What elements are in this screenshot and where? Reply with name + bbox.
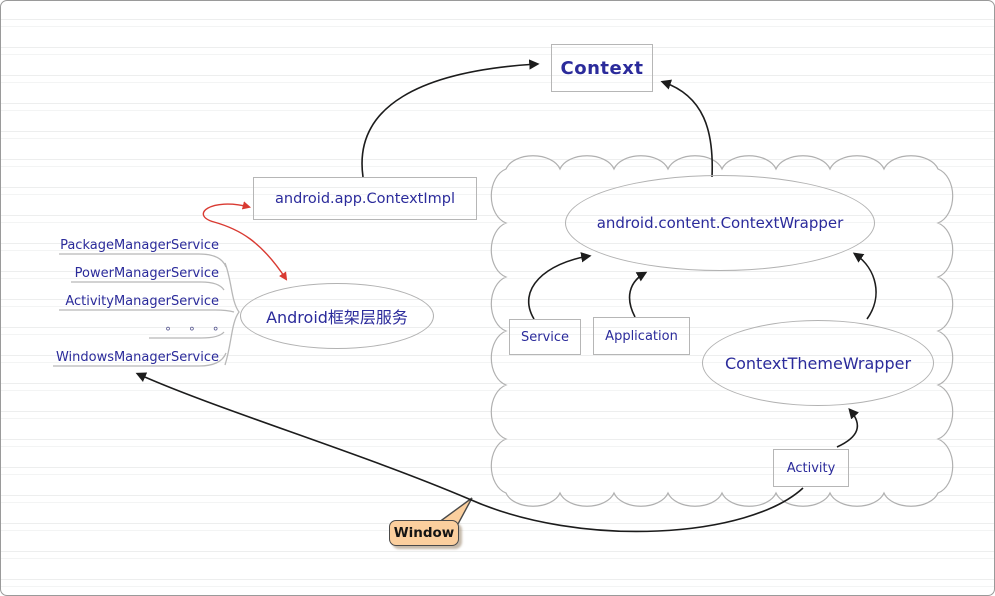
- arrow-application-to-wrapper: [628, 271, 648, 318]
- node-context-impl-label: android.app.ContextImpl: [275, 190, 455, 207]
- arrow-activity-to-windowsmanager: [135, 372, 804, 533]
- node-service: Service: [509, 319, 581, 355]
- node-context-impl: android.app.ContextImpl: [253, 177, 477, 220]
- node-activity-label: Activity: [786, 460, 836, 476]
- list-ellipsis-glyphs: ° ° °: [165, 325, 226, 339]
- list-item-package-manager-service: PackageManagerService: [47, 238, 219, 253]
- node-framework-services-label: Android框架层服务: [266, 308, 408, 327]
- list-item-label: PackageManagerService: [60, 238, 219, 253]
- arrow-wrapper-to-context: [660, 79, 714, 178]
- service-list-brace: [53, 253, 240, 367]
- arrows: [135, 59, 877, 533]
- arrow-themewrapper-to-wrapper: [852, 252, 877, 320]
- window-callout: Window: [389, 520, 459, 546]
- node-context: Context: [551, 44, 653, 92]
- node-context-theme-wrapper-label: ContextThemeWrapper: [724, 353, 912, 373]
- cloud-border: [490, 155, 954, 507]
- node-framework-services: Android框架层服务: [240, 283, 434, 349]
- node-application: Application: [593, 317, 690, 355]
- node-context-wrapper: android.content.ContextWrapper: [565, 175, 875, 271]
- list-ellipsis: ° ° °: [165, 325, 226, 339]
- node-activity: Activity: [773, 449, 849, 487]
- list-item-label: ActivityManagerService: [65, 294, 219, 309]
- arrow-impl-framework-red: [202, 201, 288, 281]
- arrow-activity-to-themewrapper: [836, 408, 860, 448]
- node-application-label: Application: [605, 328, 678, 344]
- node-context-theme-wrapper: ContextThemeWrapper: [702, 320, 934, 406]
- arrow-impl-to-context: [361, 59, 540, 178]
- list-item-label: PowerManagerService: [74, 266, 219, 281]
- node-context-wrapper-label: android.content.ContextWrapper: [596, 214, 844, 232]
- list-item-label: WindowsManagerService: [55, 350, 219, 365]
- list-item-power-manager-service: PowerManagerService: [47, 266, 219, 281]
- node-service-label: Service: [520, 329, 570, 345]
- node-context-label: Context: [560, 57, 644, 79]
- list-item-activity-manager-service: ActivityManagerService: [47, 294, 219, 309]
- window-callout-label: Window: [393, 525, 455, 541]
- arrow-service-to-wrapper: [527, 252, 592, 320]
- list-item-windows-manager-service: WindowsManagerService: [47, 350, 219, 365]
